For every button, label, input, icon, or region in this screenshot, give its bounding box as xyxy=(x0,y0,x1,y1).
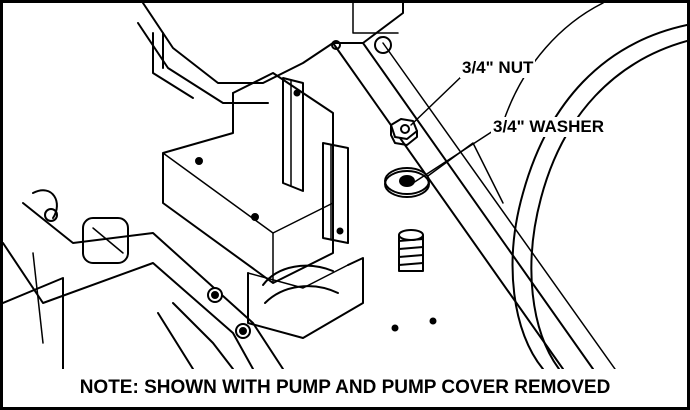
bolt-part xyxy=(398,229,424,272)
diagram-note: NOTE: SHOWN WITH PUMP AND PUMP COVER REM… xyxy=(3,369,687,407)
nut-callout: 3/4" NUT xyxy=(460,58,536,78)
frame-rail xyxy=(332,42,616,369)
upright-channels xyxy=(282,77,349,244)
washer-callout: 3/4" WASHER xyxy=(491,117,607,137)
leader-lines xyxy=(410,74,494,184)
left-linkage xyxy=(3,189,284,369)
saddle-bracket xyxy=(247,257,437,339)
wheel-panel xyxy=(502,3,687,369)
washer-part xyxy=(384,167,430,198)
upper-bracket xyxy=(137,3,404,104)
linkage-bolts xyxy=(157,287,251,369)
assembly-drawing xyxy=(3,3,687,369)
center-bracket xyxy=(162,72,334,284)
nut-part xyxy=(390,118,418,146)
